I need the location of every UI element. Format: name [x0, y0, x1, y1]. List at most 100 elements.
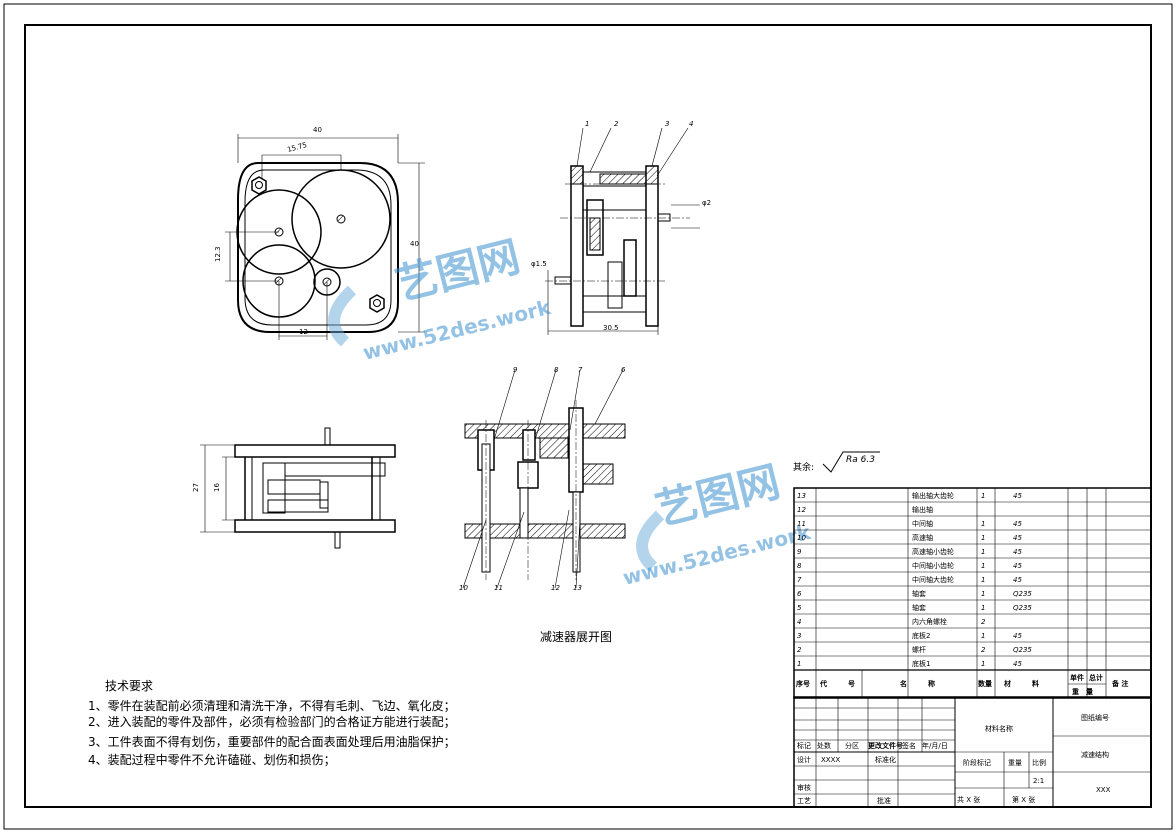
callout-1: 1: [585, 120, 589, 128]
bom-row-no: 2: [797, 646, 802, 654]
bom-row-name: 中间轴: [912, 519, 933, 528]
callout-11: 11: [494, 584, 503, 592]
bom-header-material: 材 料: [1003, 679, 1039, 688]
bom-header-name: 名 称: [900, 679, 935, 688]
tb-material: 材料名称: [985, 724, 1013, 733]
bom-row-material: 45: [1013, 576, 1022, 584]
tb-drawing-no: 图纸编号: [1081, 713, 1109, 722]
bom-row-name: 底板2: [912, 631, 930, 640]
callout-6: 6: [621, 366, 626, 374]
tb-weight: 重量: [1008, 759, 1022, 767]
bom-row-name: 中间轴大齿轮: [912, 575, 954, 584]
bom-row-no: 13: [797, 492, 806, 500]
callout-9: 9: [513, 366, 518, 374]
callout-10: 10: [459, 584, 468, 592]
tb-standard: 标准化: [875, 755, 896, 764]
bom-table: [793, 487, 1152, 699]
bom-row-qty: 1: [981, 660, 985, 668]
bom-row-material: 45: [1013, 562, 1022, 570]
dim-offset-v: 12.3: [214, 246, 222, 262]
roughness-prefix: 其余:: [793, 461, 814, 473]
bom-row-qty: 1: [981, 548, 985, 556]
bom-row-no: 3: [797, 632, 801, 640]
bom-row-qty: 1: [981, 562, 985, 570]
tech-item-4: 4、装配过程中零件不允许磕碰、划伤和损伤；: [88, 752, 336, 767]
tb-zone: 分区: [845, 741, 859, 750]
dim-shaft-d2: φ2: [702, 199, 711, 207]
dim-side-h2: 16: [213, 483, 221, 492]
tb-stage: 阶段标记: [963, 758, 991, 767]
side-view: [545, 127, 700, 335]
bom-row-name: 高速轴: [912, 533, 933, 542]
bom-row-material: 45: [1013, 632, 1022, 640]
tech-item-2: 2、进入装配的零件及部件，必须有检验部门的合格证方能进行装配；: [88, 714, 456, 729]
bom-row-material: 45: [1013, 548, 1022, 556]
bom-row-no: 4: [797, 618, 801, 626]
bom-row-material: Q235: [1013, 604, 1032, 612]
tb-ratio: 2:1: [1033, 777, 1044, 785]
tech-title: 技术要求: [105, 679, 153, 693]
dim-height: 40: [410, 240, 419, 248]
tb-review: 审核: [797, 783, 811, 792]
tb-design-name: XXXX: [821, 756, 840, 764]
tb-sheet-no: 第 X 张: [1012, 795, 1035, 804]
bom-header-weight: 重 量: [1072, 687, 1093, 696]
bom-header-remark: 备 注: [1111, 679, 1128, 688]
front-view: [225, 134, 425, 340]
bom-row-no: 12: [797, 506, 806, 514]
callout-13: 13: [573, 584, 582, 592]
bom-row-no: 5: [797, 604, 802, 612]
tech-item-3: 3、工件表面不得有划伤，重要部件的配合面表面处理后用油脂保护；: [88, 734, 456, 749]
watermark-brand-2: 艺图网: [651, 457, 785, 535]
left-view: [200, 427, 396, 549]
bom-row-material: Q235: [1013, 646, 1032, 654]
callout-8: 8: [554, 366, 559, 374]
bom-row-qty: 1: [981, 520, 985, 528]
dim-top-width: 40: [313, 126, 322, 134]
tb-design: 设计: [797, 755, 811, 764]
bom-row-qty: 1: [981, 534, 985, 542]
bom-row-material: Q235: [1013, 590, 1032, 598]
roughness-value: Ra 6.3: [846, 455, 875, 465]
tech-item-1: 1、零件在装配前必须清理和清洗干净，不得有毛刺、飞边、氧化皮；: [88, 698, 456, 713]
bom-row-name: 高速轴小齿轮: [912, 547, 954, 556]
tb-change-doc: 更改文件号: [868, 741, 903, 750]
callout-3: 3: [665, 120, 669, 128]
title-block-text: 标记 处数 分区 更改文件号 签名 年/月/日 设计 XXXX 标准化 审核 工…: [797, 713, 1111, 805]
tb-sign: 签名: [902, 741, 916, 750]
tb-approve: 批准: [877, 796, 891, 805]
bom-row-material: 45: [1013, 660, 1022, 668]
tb-company: XXX: [1096, 786, 1111, 794]
bom-row-qty: 2: [981, 618, 986, 626]
bom-row-no: 8: [797, 562, 802, 570]
bom-row-name: 轴套: [912, 589, 926, 598]
bom-header-total: 总计: [1089, 673, 1103, 682]
roughness-symbol: [822, 451, 880, 473]
watermark-url-1: www.52des.work: [360, 295, 553, 365]
tb-total-sheets: 共 X 张: [957, 795, 980, 804]
bom-row-qty: 1: [981, 632, 985, 640]
bom-row-no: 1: [797, 660, 801, 668]
bom-row-name: 内六角螺栓: [912, 617, 947, 626]
callout-2: 2: [614, 120, 619, 128]
tb-ratio-label: 比例: [1032, 758, 1046, 767]
bom-row-name: 轴套: [912, 603, 926, 612]
bom-row-name: 中间轴小齿轮: [912, 561, 954, 570]
bom-row-name: 底板1: [912, 659, 930, 668]
dim-side-h1: 27: [192, 483, 200, 492]
bom-header-unit: 单件: [1070, 673, 1084, 682]
bom-header-seq: 序号: [795, 679, 810, 688]
bom-row-qty: 1: [981, 492, 985, 500]
tb-craft: 工艺: [797, 797, 811, 805]
drawing-caption: 减速器展开图: [540, 630, 612, 644]
dim-offset-h: 12: [299, 328, 308, 336]
bom-row-qty: 1: [981, 576, 985, 584]
callout-4: 4: [689, 120, 693, 128]
watermark-logo: [328, 285, 665, 572]
bom-row-no: 10: [797, 534, 806, 542]
dim-shaft-d15: φ1.5: [531, 260, 547, 268]
bom-row-no: 7: [797, 576, 802, 584]
tb-mark: 标记: [797, 741, 811, 750]
